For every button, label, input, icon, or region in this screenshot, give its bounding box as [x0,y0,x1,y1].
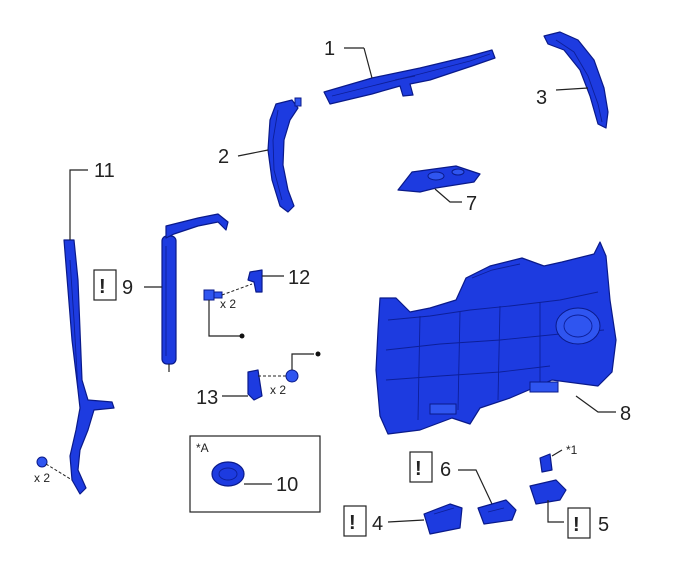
caution-4-icon [343,505,367,537]
part-12-bracket [247,269,263,293]
callout-5: 5 [598,514,609,536]
note-1: *1 [566,443,578,457]
callout-13: 13 [196,387,218,409]
part-7-handle-garnish [397,165,481,193]
callout-8: 8 [620,403,631,425]
part-8-trim-board [375,241,617,435]
part-1-upper-garnish [323,49,496,105]
clip-11-dashline [45,463,73,481]
caution-4-mark: ! [349,512,356,534]
caution-5-icon [567,507,591,539]
dot-marker-12 [239,333,245,339]
callout-12: 12 [288,267,310,289]
part-5-lamp-assy [529,453,567,505]
leader-4 [387,519,425,523]
detail-box-a [189,435,321,513]
leader-screw-13 [291,353,314,370]
bolt-12-dashline [221,283,253,296]
leader-11 [69,169,88,240]
leader-note-1 [551,449,563,457]
leader-3 [555,87,589,91]
leader-6 [458,469,493,505]
callout-6: 6 [440,459,451,481]
part-9-damper-stay [161,213,229,372]
callout-4: 4 [372,513,383,535]
part-6-switch [477,499,517,525]
dot-marker-13 [315,351,321,357]
caution-9-mark: ! [99,276,106,298]
part-2-left-garnish [267,97,302,213]
part-3-right-garnish [543,31,609,129]
part-13-bracket [247,369,263,401]
callout-3: 3 [536,87,547,109]
note-a: *A [196,441,209,455]
qty-bolt-12: x 2 [220,297,236,311]
leader-2 [237,149,269,157]
leader-1b [363,47,373,79]
qty-clip-11: x 2 [34,471,50,485]
part-11-side-trim [63,239,115,495]
callout-9: 9 [122,277,133,299]
callout-2: 2 [218,146,229,168]
part-4-pull-handle [423,503,463,535]
screw-13-icon [285,369,299,383]
caution-5-mark: ! [573,514,580,536]
qty-screw-13: x 2 [270,383,286,397]
part-10-clip [211,461,245,487]
callout-11: 11 [94,160,115,182]
leader-5 [547,500,564,523]
caution-6-mark: ! [415,458,422,480]
callout-10: 10 [276,474,298,496]
callout-1: 1 [324,38,335,60]
caution-9-icon [93,269,117,301]
callout-7: 7 [466,193,477,215]
caution-6-icon [409,451,433,483]
leader-7 [434,188,462,203]
leader-bolt-12 [208,300,240,337]
clip-11-icon [36,456,48,468]
leader-8 [575,395,616,413]
